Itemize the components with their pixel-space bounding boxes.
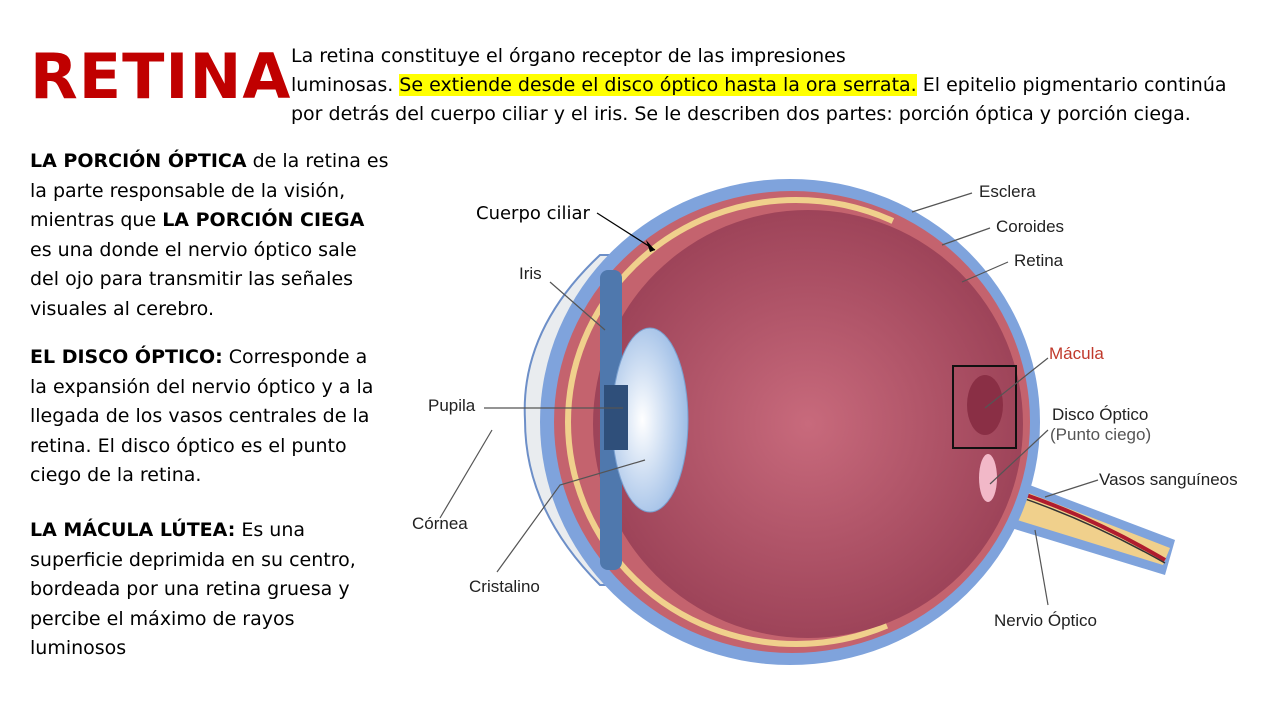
bold-term: LA PORCIÓN ÓPTICA	[30, 150, 247, 172]
bold-term: LA PORCIÓN CIEGA	[162, 209, 365, 231]
pupil	[604, 385, 628, 450]
intro-part2: luminosas.	[291, 74, 400, 96]
label-cornea: Córnea	[412, 514, 468, 533]
optic-nerve	[985, 478, 1170, 565]
slide-title: RETINA	[30, 40, 292, 113]
label-punto-ciego: (Punto ciego)	[1050, 425, 1152, 444]
label-iris: Iris	[519, 264, 542, 283]
text: Es una superficie deprimida en su centro…	[30, 519, 356, 659]
bold-term: LA MÁCULA LÚTEA:	[30, 519, 236, 541]
intro-text: La retina constituye el órgano receptor …	[291, 42, 1251, 129]
macula-box	[952, 365, 1017, 449]
leader-lines	[439, 192, 1099, 606]
text: Corresponde a la expansión del nervio óp…	[30, 346, 374, 486]
text: es una donde el nervio óptico sale del o…	[30, 238, 357, 320]
paragraph-macula: LA MÁCULA LÚTEA: Es una superficie depri…	[30, 516, 390, 664]
intro-part1: La retina constituye el órgano receptor …	[291, 45, 846, 67]
vitreous	[593, 210, 1023, 638]
label-coroides: Coroides	[996, 217, 1065, 236]
label-pupila: Pupila	[428, 396, 476, 415]
intro-part3: El epitelio pigmentario continúa por det…	[291, 74, 1227, 125]
optic-disc	[979, 454, 997, 502]
retina-layer	[565, 197, 1027, 647]
label-cuerpo-ciliar: Cuerpo ciliar	[476, 203, 590, 224]
label-disco-optico: Disco Óptico	[1052, 405, 1149, 424]
label-vasos: Vasos sanguíneos	[1099, 470, 1238, 489]
paragraph-disco-optico: EL DISCO ÓPTICO: Corresponde a la expans…	[30, 343, 390, 491]
macula	[967, 375, 1003, 435]
label-cristalino: Cristalino	[469, 577, 540, 596]
paragraph-porcion-optica: LA PORCIÓN ÓPTICA de la retina es la par…	[30, 147, 390, 324]
label-nervio-optico: Nervio Óptico	[994, 611, 1097, 630]
label-esclera: Esclera	[979, 182, 1036, 201]
label-retina: Retina	[1014, 251, 1064, 270]
label-macula: Mácula	[1049, 344, 1104, 363]
bold-term: EL DISCO ÓPTICO:	[30, 346, 223, 368]
intro-highlight: Se extiende desde el disco óptico hasta …	[399, 74, 917, 96]
text: de la retina es la parte responsable de …	[30, 150, 389, 231]
